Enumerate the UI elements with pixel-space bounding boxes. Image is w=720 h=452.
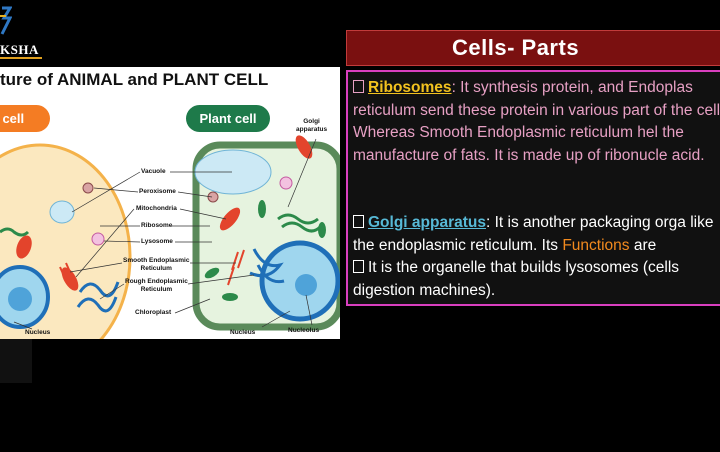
- label-vacuole: Vacuole: [141, 168, 166, 175]
- ribosomes-term: Ribosomes: [368, 79, 452, 96]
- golgi-point: It is the organelle that builds lysosome…: [353, 259, 680, 299]
- diagram-title: ture of ANIMAL and PLANT CELL: [0, 70, 269, 89]
- label-peroxisome: Peroxisome: [139, 188, 176, 195]
- logo-mark-icon: [0, 6, 12, 35]
- logo-text: KSHA: [0, 42, 39, 57]
- bullet-box-icon: [353, 80, 364, 93]
- label-nucleolus: Nucleolus: [288, 327, 320, 334]
- golgi-paragraph: Golgi apparatus: It is another packaging…: [353, 212, 720, 302]
- label-lysosome: Lysosome: [141, 238, 173, 245]
- label-nucleus-animal: Nucleus: [25, 329, 51, 336]
- ribosomes-paragraph: Ribosomes: It synthesis protein, and End…: [353, 77, 720, 167]
- slide-header: Cells- Parts: [346, 30, 720, 66]
- plant-cell-drawing: [192, 135, 340, 331]
- logo: KSHA: [0, 4, 48, 60]
- golgi-text-b: are: [629, 236, 657, 254]
- content-box: Ribosomes: It synthesis protein, and End…: [346, 70, 720, 306]
- bullet-box-icon: [353, 215, 364, 228]
- bullet-box-icon: [353, 260, 364, 273]
- leader-lines: [13, 138, 317, 330]
- plant-cell-pill: Plant cell: [186, 105, 270, 132]
- golgi-term: Golgi apparatus: [368, 214, 486, 231]
- cell-diagram: ture of ANIMAL and PLANT CELL al cell Pl…: [0, 67, 340, 339]
- logo-underline: [0, 57, 42, 59]
- dark-strip: [0, 339, 32, 383]
- golgi-text-a: : It is another packaging orga like the …: [353, 214, 714, 254]
- label-nucleus-plant: Nucleus: [230, 329, 256, 336]
- label-chloroplast: Chloroplast: [135, 309, 172, 316]
- label-ribosome: Ribosome: [141, 222, 173, 229]
- ribosomes-text: : It synthesis protein, and Endoplas ret…: [353, 79, 720, 164]
- cells-illustration: [0, 135, 340, 339]
- slide-title: Cells- Parts: [452, 35, 580, 60]
- animal-cell-drawing: [0, 143, 132, 339]
- animal-cell-pill: al cell: [0, 105, 50, 132]
- label-mitochondria: Mitochondria: [136, 205, 177, 212]
- functions-word: Functions: [562, 236, 630, 254]
